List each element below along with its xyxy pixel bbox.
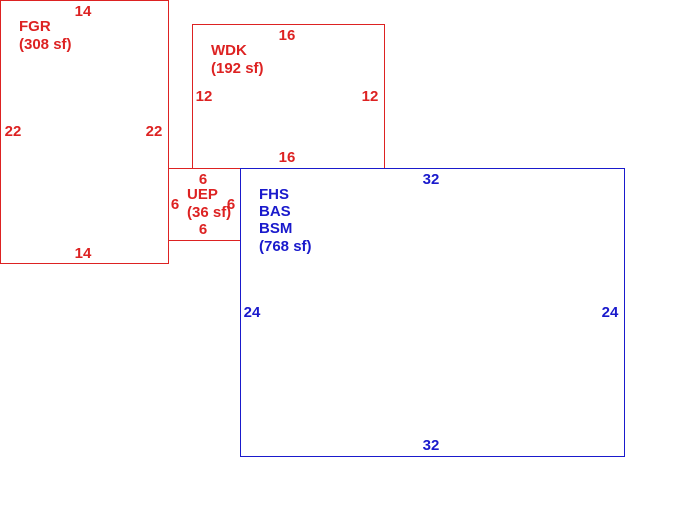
area-fgr-outline[interactable] — [0, 0, 169, 264]
area-uep-code: UEP — [187, 186, 218, 203]
area-main[interactable]: FHS BAS BSM (768 sf) 32 32 24 24 — [240, 168, 625, 457]
area-fgr-dim-right: 22 — [146, 123, 163, 140]
area-main-code-bsm: BSM — [259, 220, 292, 237]
area-wdk-dim-bottom: 16 — [279, 149, 296, 166]
area-fgr-dim-bottom: 14 — [75, 245, 92, 262]
area-main-dim-left: 24 — [244, 304, 261, 321]
area-fgr-code: FGR — [19, 18, 51, 35]
area-main-size: (768 sf) — [259, 238, 312, 255]
area-wdk-code: WDK — [211, 42, 247, 59]
area-main-code-bas: BAS — [259, 203, 291, 220]
area-main-code-fhs: FHS — [259, 186, 289, 203]
area-uep-size: (36 sf) — [187, 204, 231, 221]
area-wdk-size: (192 sf) — [211, 60, 264, 77]
area-uep-dim-right: 6 — [227, 196, 235, 213]
area-main-dim-right: 24 — [602, 304, 619, 321]
area-wdk[interactable]: WDK (192 sf) 16 16 12 12 — [192, 24, 385, 169]
area-main-outline[interactable] — [240, 168, 625, 457]
area-uep[interactable]: UEP (36 sf) 6 6 6 6 — [168, 168, 241, 241]
area-uep-dim-left: 6 — [171, 196, 179, 213]
area-wdk-dim-right: 12 — [362, 88, 379, 105]
area-wdk-dim-top: 16 — [279, 27, 296, 44]
area-wdk-dim-left: 12 — [196, 88, 213, 105]
area-main-dim-bottom: 32 — [423, 437, 440, 454]
area-fgr-size: (308 sf) — [19, 36, 72, 53]
area-uep-dim-top: 6 — [199, 171, 207, 188]
area-fgr-dim-left: 22 — [5, 123, 22, 140]
area-fgr-dim-top: 14 — [75, 3, 92, 20]
area-uep-dim-bottom: 6 — [199, 221, 207, 238]
area-main-dim-top: 32 — [423, 171, 440, 188]
area-fgr[interactable]: FGR (308 sf) 14 14 22 22 — [0, 0, 169, 264]
